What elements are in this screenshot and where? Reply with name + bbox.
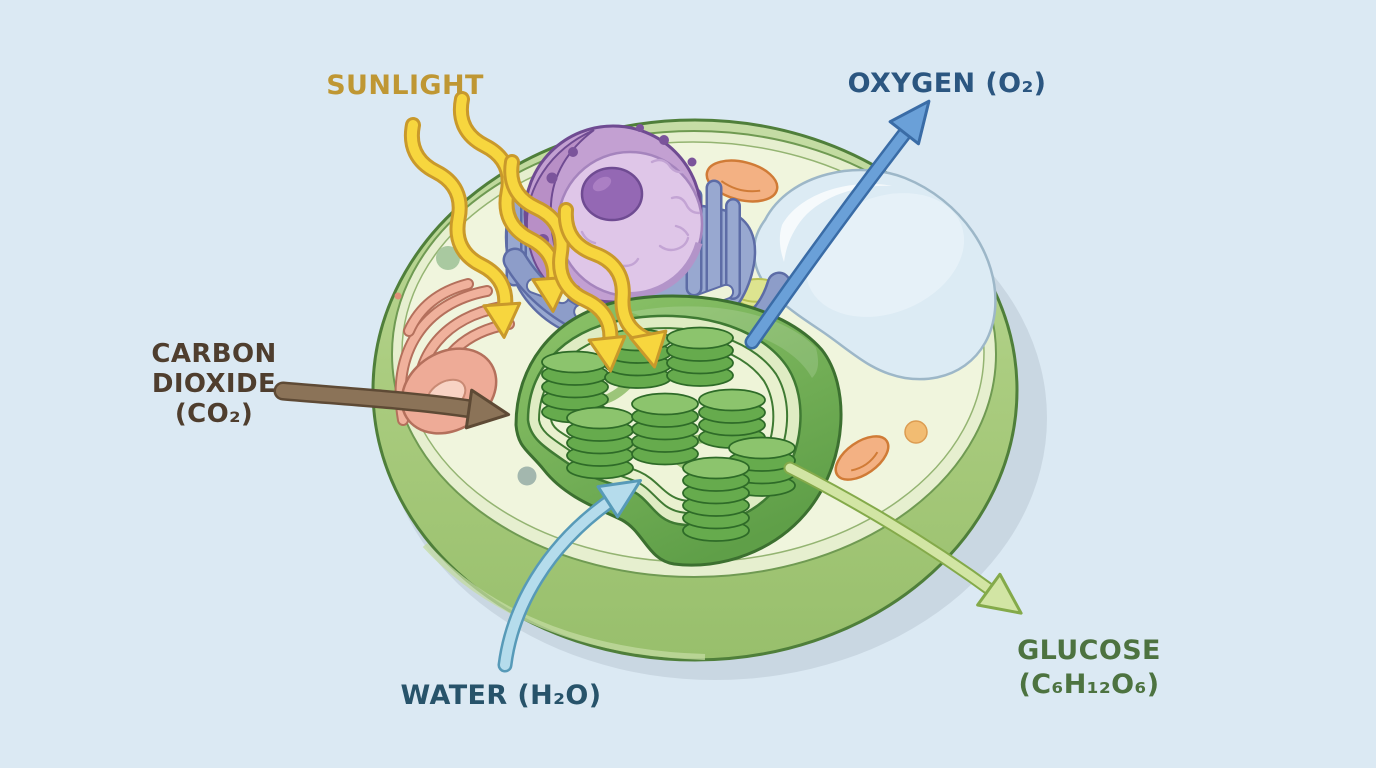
vesicle-dot (436, 246, 460, 270)
mitochondrion (834, 435, 890, 481)
glucose-label-line: (C₆H₁₂O₆) (1018, 669, 1160, 700)
carbon-dioxide-label-line: DIOXIDE (151, 369, 277, 399)
chloroplast (514, 294, 843, 567)
co2-arrow (273, 381, 511, 430)
nucleolus (580, 166, 644, 222)
oxygen-arrow (744, 99, 931, 350)
water-arrow (497, 478, 643, 673)
oxygen-label: OXYGEN (O₂) (847, 68, 1047, 99)
carbon-dioxide-label-line: CARBON (151, 339, 277, 369)
glucose-label-line: GLUCOSE (1017, 635, 1161, 666)
glucose-arrow (783, 461, 1023, 615)
vesicle-dot (517, 466, 537, 486)
vesicle-dot (904, 420, 928, 444)
water-label: WATER (H₂O) (400, 680, 602, 711)
nucleus (523, 124, 704, 304)
carbon-dioxide-label-line: (CO₂) (174, 399, 254, 429)
sunlight-label: SUNLIGHT (326, 70, 484, 101)
carbon-dioxide-label: CARBON DIOXIDE (CO₂) (151, 339, 276, 429)
mitochondrion (705, 159, 779, 203)
glucose-label: GLUCOSE (C₆H₁₂O₆) (1017, 634, 1161, 702)
